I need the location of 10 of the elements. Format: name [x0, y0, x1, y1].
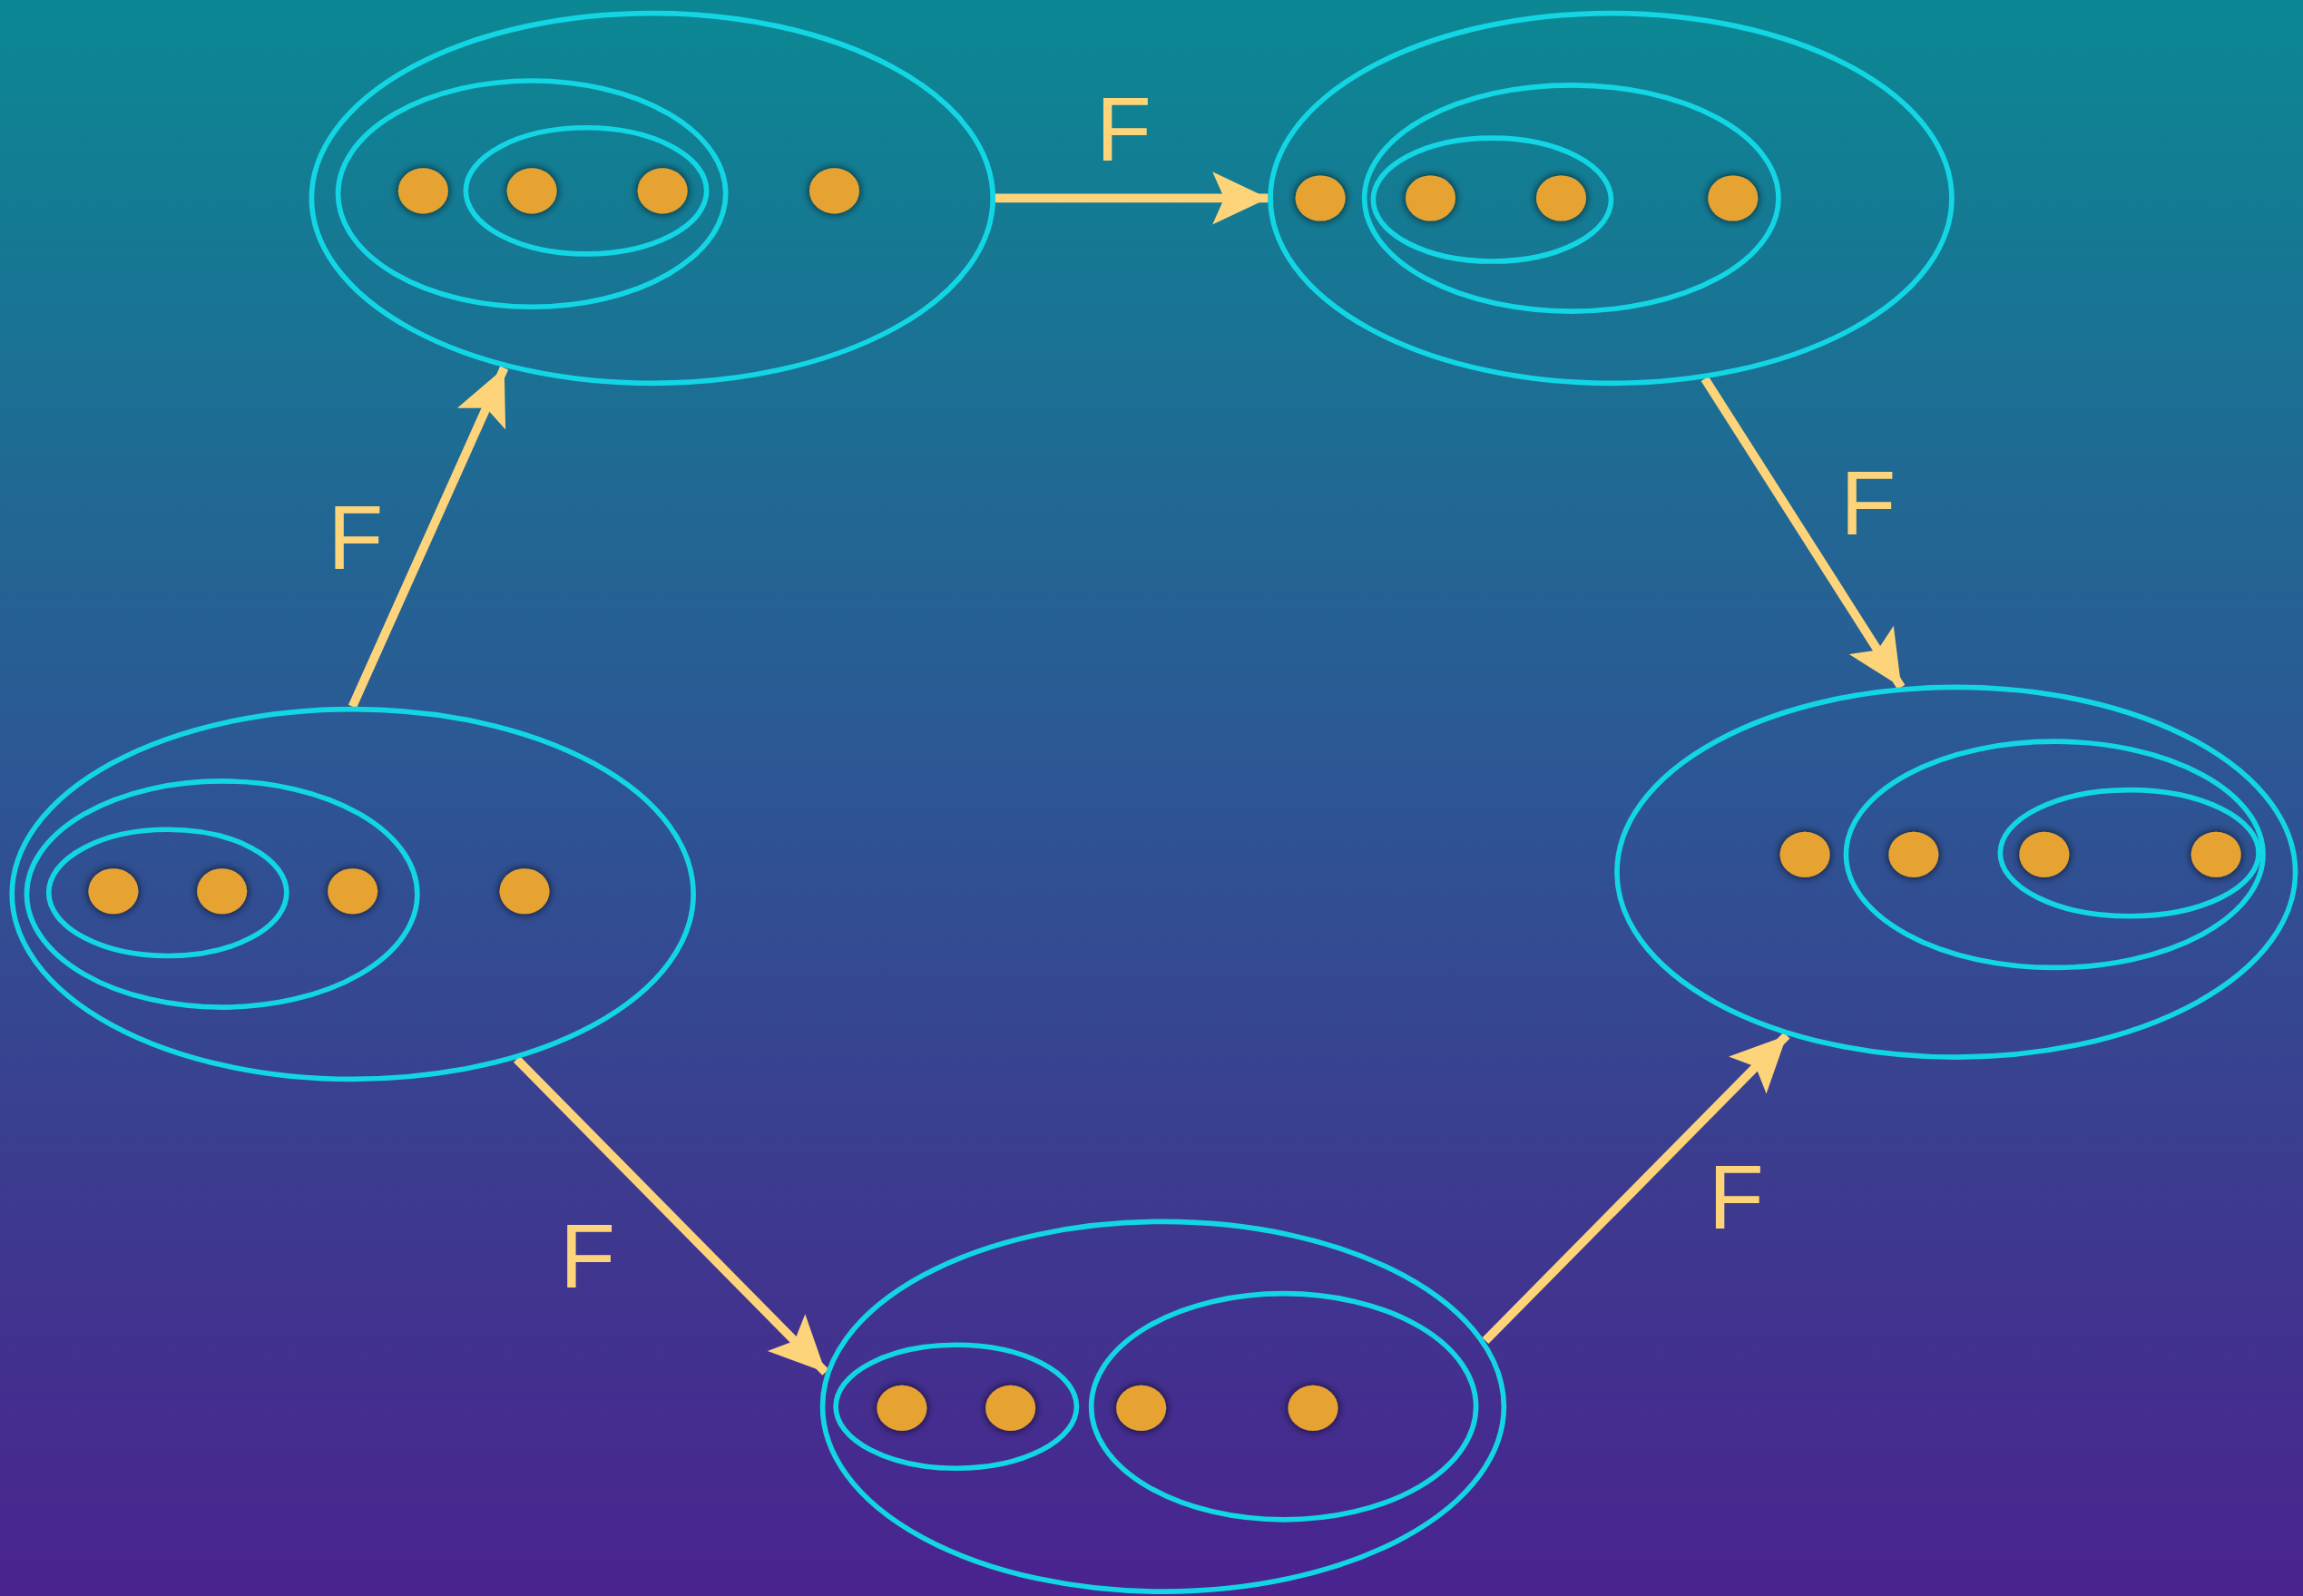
arrow [348, 366, 509, 709]
arrow [514, 1055, 829, 1376]
arrow [995, 171, 1269, 225]
edge-label: F [328, 492, 384, 583]
edge-label: F [1708, 1151, 1764, 1243]
edge-label: F [559, 1209, 615, 1301]
arrow [1482, 1032, 1790, 1344]
edge-label: F [1095, 83, 1152, 175]
edge-label: F [1840, 456, 1896, 548]
arrow [1700, 376, 1906, 690]
